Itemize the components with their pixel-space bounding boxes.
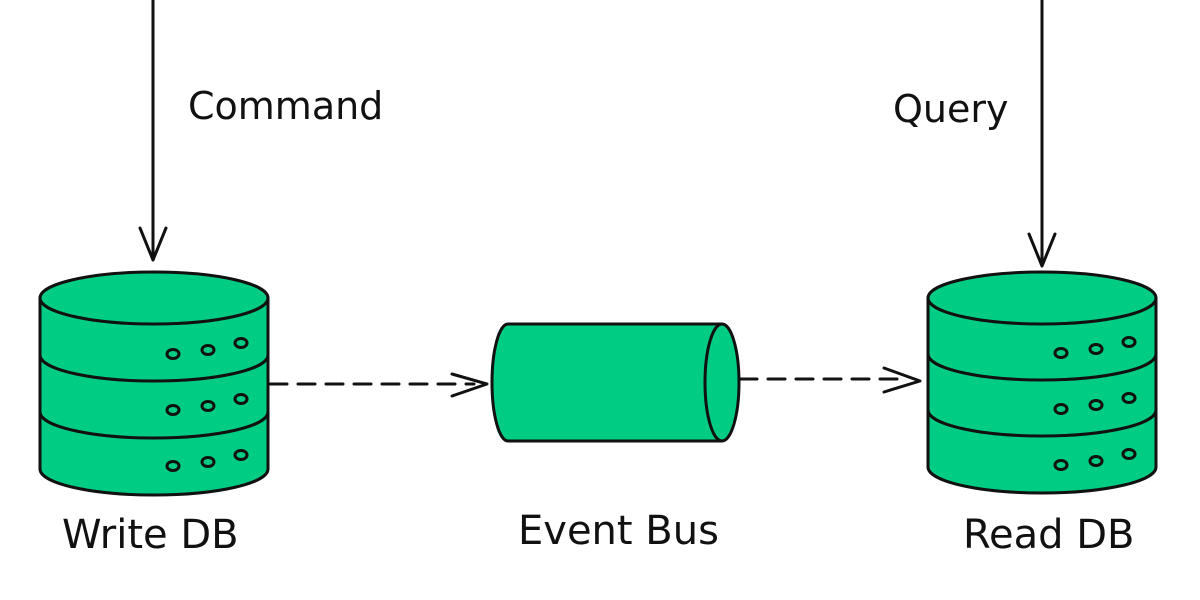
write-db-icon [38, 270, 270, 497]
write-to-bus-arrow [268, 372, 489, 398]
bus-to-read-arrow [738, 366, 922, 394]
event-bus-label: Event Bus [518, 508, 719, 554]
command-arrow [138, 0, 168, 262]
write-db-label: Write DB [62, 512, 239, 558]
query-arrow [1027, 0, 1057, 268]
command-label: Command [188, 84, 384, 128]
read-db-icon [926, 270, 1158, 495]
query-label: Query [893, 87, 1009, 131]
event-bus-icon [490, 322, 741, 443]
read-db-label: Read DB [963, 512, 1135, 558]
